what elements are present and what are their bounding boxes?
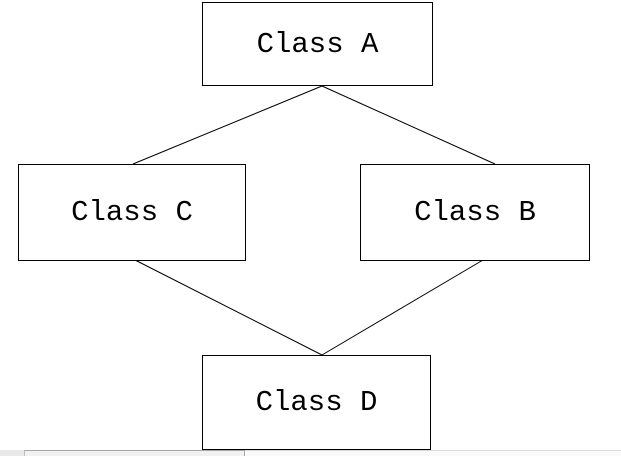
node-class-d-label: Class D: [255, 386, 378, 419]
node-class-d: Class D: [202, 355, 431, 450]
edge-classB-classD: [321, 259, 484, 356]
node-class-a-label: Class A: [256, 27, 379, 61]
scrollbar-corner: [0, 450, 24, 456]
horizontal-scrollbar-track[interactable]: [0, 450, 621, 456]
edge-classC-classD: [134, 259, 323, 356]
node-class-c-label: Class C: [71, 196, 193, 229]
node-class-b-label: Class B: [414, 196, 536, 229]
node-class-c: Class C: [18, 164, 246, 261]
node-class-a: Class A: [202, 2, 433, 86]
edge-classA-classC: [132, 85, 323, 165]
node-class-b: Class B: [360, 164, 590, 261]
horizontal-scrollbar-thumb[interactable]: [24, 450, 245, 456]
edge-classA-classB: [321, 85, 496, 165]
